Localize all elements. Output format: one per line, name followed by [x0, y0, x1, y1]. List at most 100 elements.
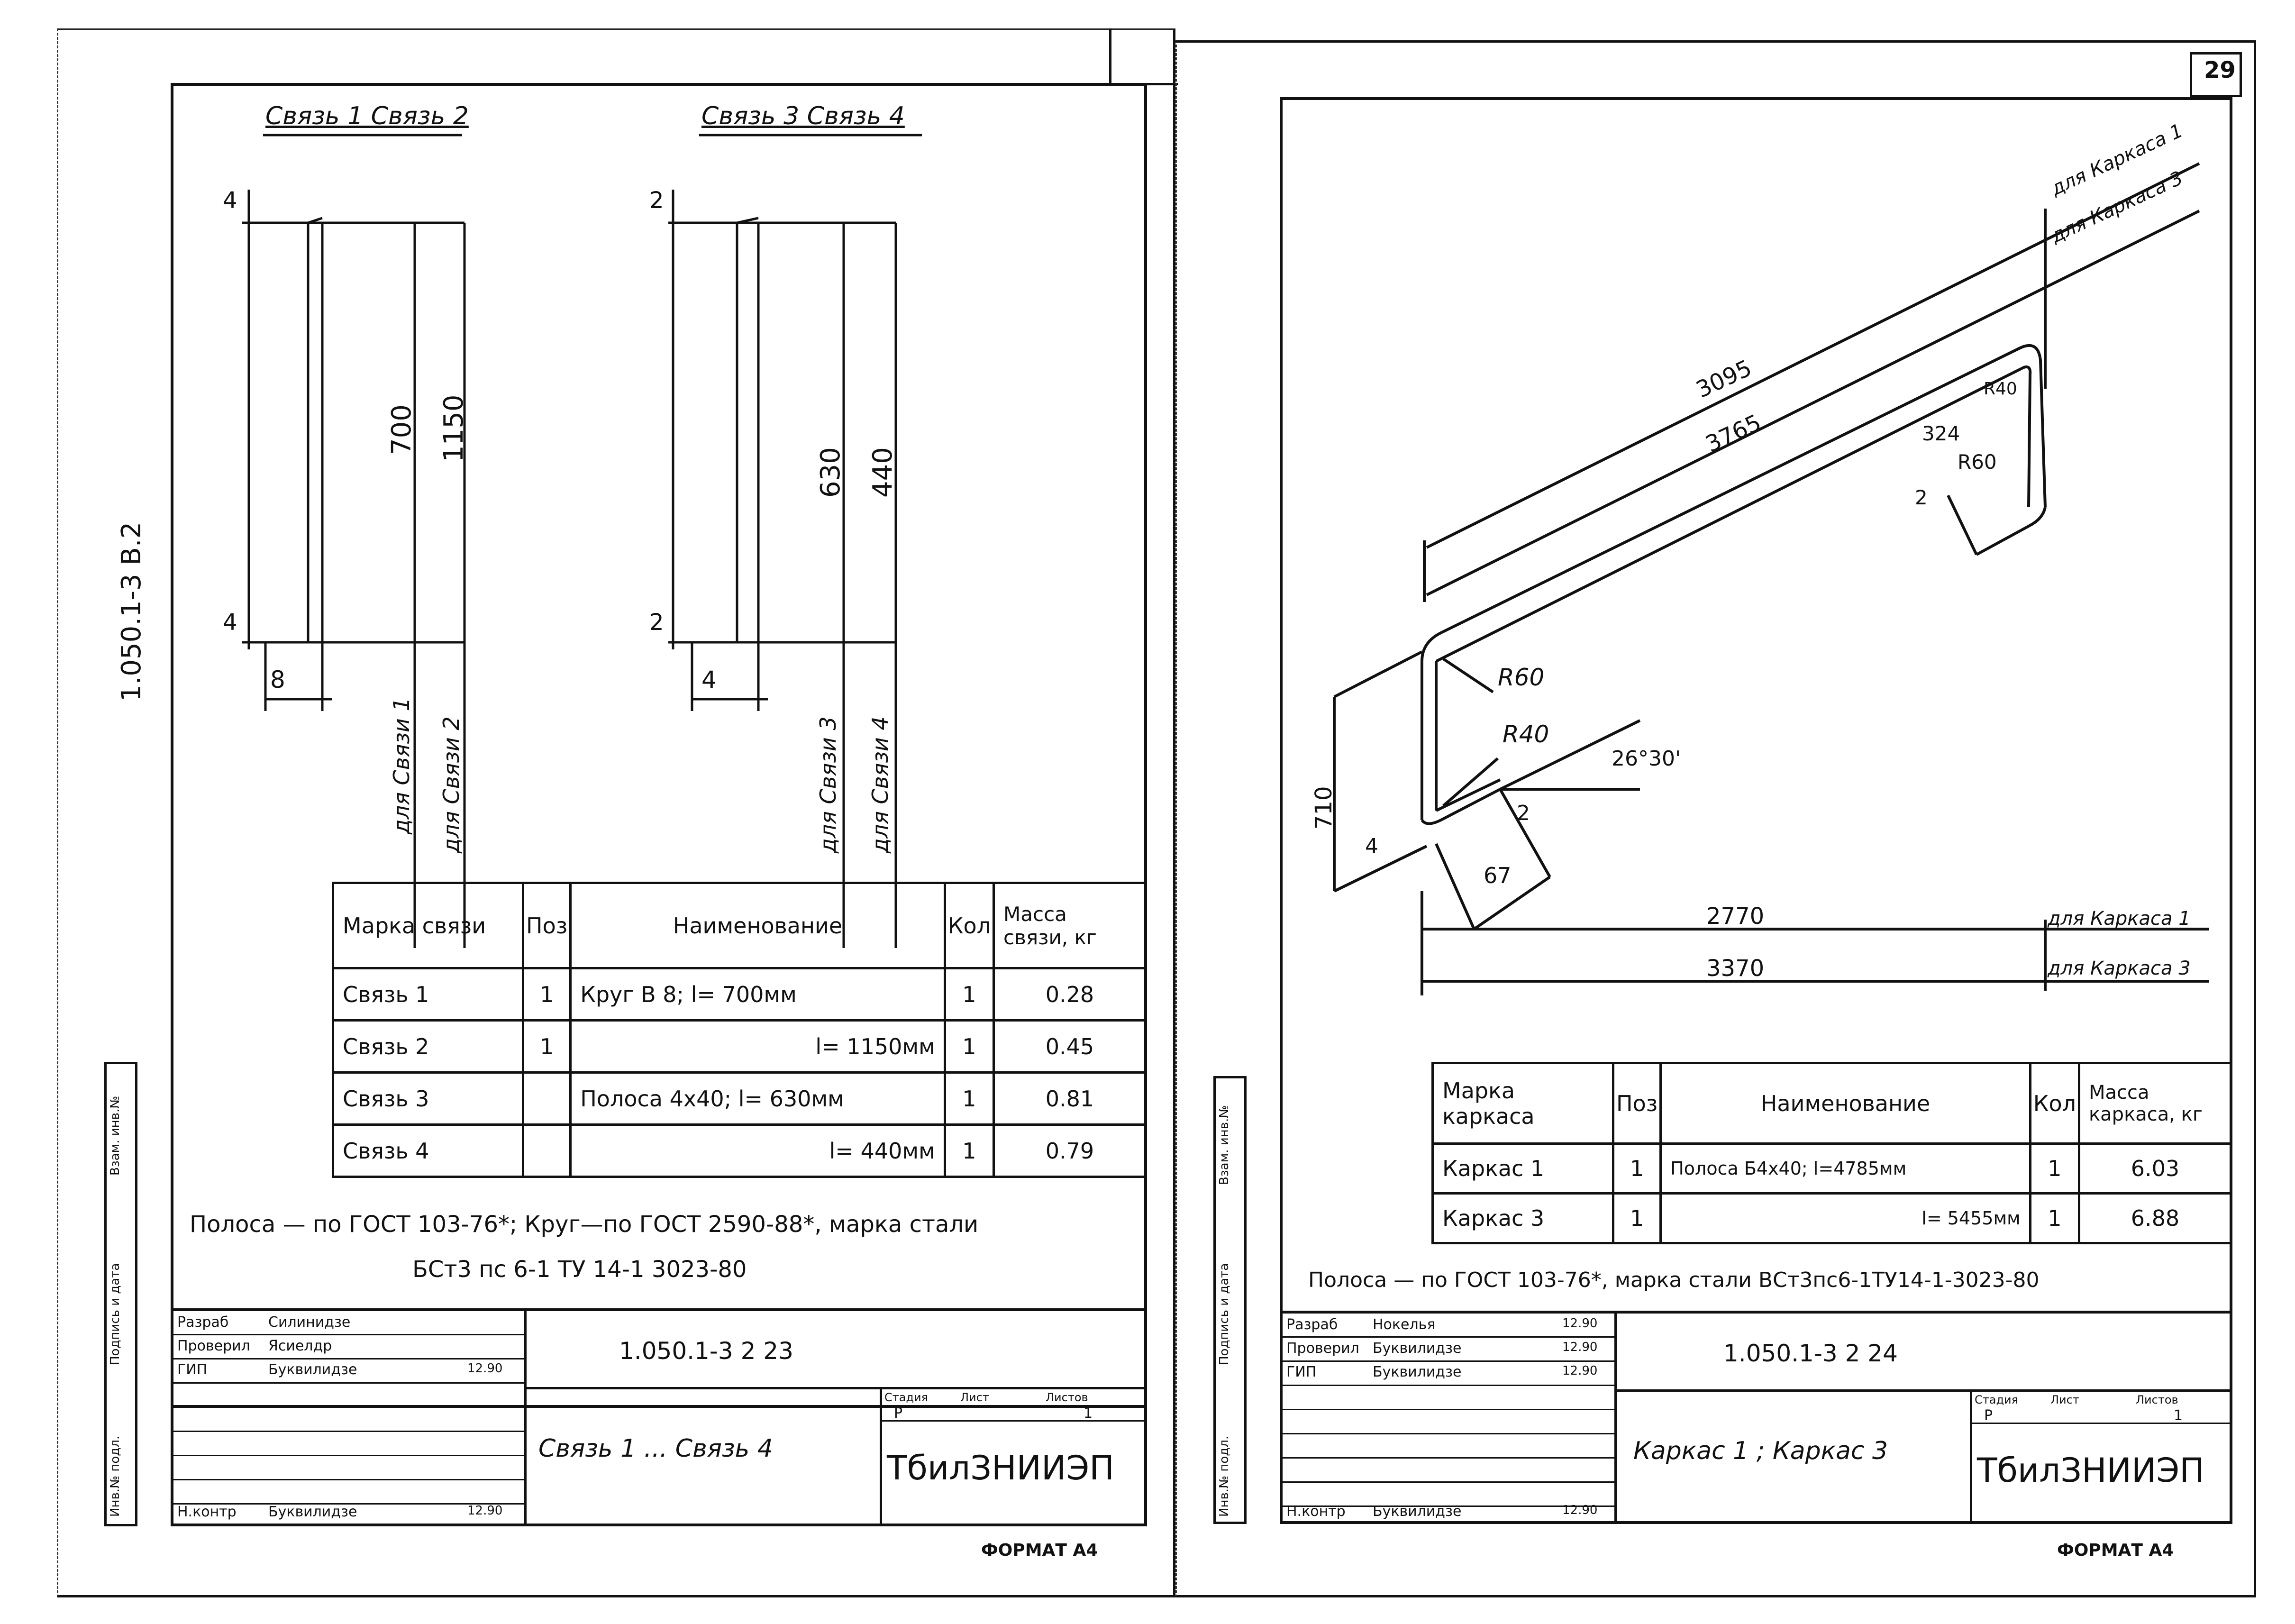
table-row: Связь 4 l= 440мм 1 0.79 [332, 1123, 1147, 1178]
header-cell: Масса связи, кг [993, 882, 1147, 969]
table-cell: 0.28 [993, 967, 1147, 1022]
dim-2770: 2770 [1706, 903, 1765, 930]
table-cell: l= 440мм [569, 1123, 946, 1178]
right-sheet [1175, 40, 2256, 1597]
dim-324: 324 [1922, 422, 1960, 445]
stamp-stage-label: Стадия [1975, 1393, 2019, 1406]
right-format-label: ФОРМАТ А4 [2057, 1541, 2174, 1560]
dim-width-2: 4 [701, 666, 717, 693]
table-cell: 1 [943, 1071, 995, 1126]
left-stamp: 1.050.1-3 2 23 Связь 1 ... Связь 4 Стади… [171, 1308, 1147, 1526]
stamp-role: Разраб [177, 1314, 229, 1331]
table-header-row: Марка связи Поз Наименование Кол Масса с… [332, 882, 1147, 969]
stamp-role: ГИП [1286, 1364, 1317, 1380]
stamp-sheet-label: Лист [960, 1391, 989, 1404]
header-cell: Наименование [1659, 1062, 2031, 1145]
dim-710: 710 [1311, 786, 1337, 830]
table-cell: Связь 2 [332, 1019, 524, 1074]
table-row: Связь 3 Полоса 4х40; l= 630мм 1 0.81 [332, 1071, 1147, 1126]
dim-top-2: 2 [649, 187, 664, 214]
header-cell: Масса каркаса, кг [2078, 1062, 2232, 1145]
stamp-org-box [1970, 1389, 2232, 1521]
header-cell: Марка каркаса [1431, 1062, 1614, 1145]
left-drawing-frame [171, 83, 1147, 1408]
stamp-name: Каркас 1 ; Каркас 3 [1633, 1437, 1888, 1465]
table-cell: 1 [2029, 1192, 2081, 1244]
left-title-1: Связь 1 Связь 2 [265, 102, 469, 130]
stamp-left-grid [1283, 1314, 1617, 1521]
stamp-person: Буквилидзе [268, 1361, 357, 1378]
left-title-2: Связь 3 Связь 4 [701, 102, 905, 130]
table-cell: Полоса 4х40; l= 630мм [569, 1071, 946, 1126]
table-cell: 1 [521, 967, 572, 1022]
stamp-divider [524, 1387, 1144, 1389]
stamp-person: Силинидзе [268, 1314, 351, 1331]
stamp-date: 12.90 [1562, 1316, 1598, 1331]
stamp-date: 12.90 [1562, 1503, 1598, 1517]
table-row: Каркас 3 1 l= 5455мм 1 6.88 [1431, 1192, 2232, 1244]
stamp-left-grid [173, 1311, 527, 1524]
stamp-person: Нокелья [1373, 1316, 1436, 1333]
stamp-role: Проверил [1286, 1340, 1359, 1357]
table-cell: 1 [2029, 1142, 2081, 1195]
dim-bottom-2: 2 [649, 609, 664, 636]
stamp-sheets-label: Листов [1046, 1391, 1088, 1404]
dim-bottom-1: 4 [223, 609, 237, 636]
stamp-person: Буквилидзе [1373, 1364, 1462, 1380]
stamp-sheets-label: Листов [2136, 1393, 2178, 1406]
label-k1-bottom: для Каркаса 1 [2048, 908, 2191, 930]
stamp-date: 12.90 [467, 1504, 503, 1518]
table-row: Связь 1 1 Круг В 8; l= 700мм 1 0.28 [332, 967, 1147, 1022]
stamp-name: Связь 1 ... Связь 4 [538, 1434, 773, 1463]
left-note-line-1: Полоса — по ГОСТ 103-76*; Круг—по ГОСТ 2… [190, 1211, 979, 1238]
dim-2-top: 2 [1915, 486, 1928, 509]
header-cell: Поз [521, 882, 572, 969]
stamp-sheets: 1 [1084, 1405, 1093, 1422]
page-number-box [2190, 52, 2242, 97]
stamp-stage-row [1970, 1423, 2230, 1424]
header-cell: Марка связи [332, 882, 524, 969]
stamp-role: ГИП [177, 1361, 208, 1378]
left-corner-box [1109, 28, 1178, 85]
header-cell: Кол [2029, 1062, 2081, 1145]
stamp-date: 12.90 [1562, 1364, 1598, 1378]
table-cell: l= 1150мм [569, 1019, 946, 1074]
header-cell: Кол [943, 882, 995, 969]
stamp-org: ТбилЗНИИЭП [1977, 1451, 2204, 1490]
dim-r60-top: R60 [1958, 450, 1997, 474]
table-cell: 1 [521, 1019, 572, 1074]
table-cell: 1 [943, 1019, 995, 1074]
table-header-row: Марка каркаса Поз Наименование Кол Масса… [1431, 1062, 2232, 1145]
table-row: Связь 2 1 l= 1150мм 1 0.45 [332, 1019, 1147, 1074]
left-side-strip [104, 1062, 137, 1526]
table-cell [521, 1071, 572, 1126]
table-cell: 1 [1612, 1192, 1662, 1244]
stamp-doc-code: 1.050.1-3 2 24 [1723, 1340, 1898, 1367]
stamp-role: Н.контр [1286, 1503, 1346, 1520]
table-cell: Круг В 8; l= 700мм [569, 967, 946, 1022]
stamp-role: Н.контр [177, 1504, 237, 1520]
right-side-strip [1213, 1076, 1247, 1524]
side-label: Подпись и дата [1217, 1263, 1231, 1365]
stamp-org: ТбилЗНИИЭП [887, 1449, 1114, 1487]
label-k3-bottom: для Каркаса 3 [2048, 958, 2191, 979]
dim-angle: 26°30' [1612, 747, 1681, 771]
stamp-person: Буквилидзе [268, 1504, 357, 1520]
left-format-label: ФОРМАТ А4 [981, 1541, 1098, 1560]
side-label: Инв.№ подл. [1217, 1435, 1231, 1517]
dim-r40-top: R40 [1984, 379, 2017, 399]
stamp-person: Ясиелдр [268, 1338, 332, 1354]
stamp-stage-row [880, 1420, 1144, 1422]
stamp-row-lines [1283, 1314, 1614, 1521]
table-cell: 6.88 [2078, 1192, 2232, 1244]
stamp-role: Проверил [177, 1338, 250, 1354]
table-cell: 0.79 [993, 1123, 1147, 1178]
table-cell [521, 1123, 572, 1178]
stamp-sheet-label: Лист [2050, 1393, 2079, 1406]
stamp-sheets: 1 [2174, 1407, 2183, 1424]
dim-3370: 3370 [1706, 955, 1765, 982]
table-cell: Связь 4 [332, 1123, 524, 1178]
right-note: Полоса — по ГОСТ 103-76*, марка стали ВС… [1308, 1268, 2040, 1292]
